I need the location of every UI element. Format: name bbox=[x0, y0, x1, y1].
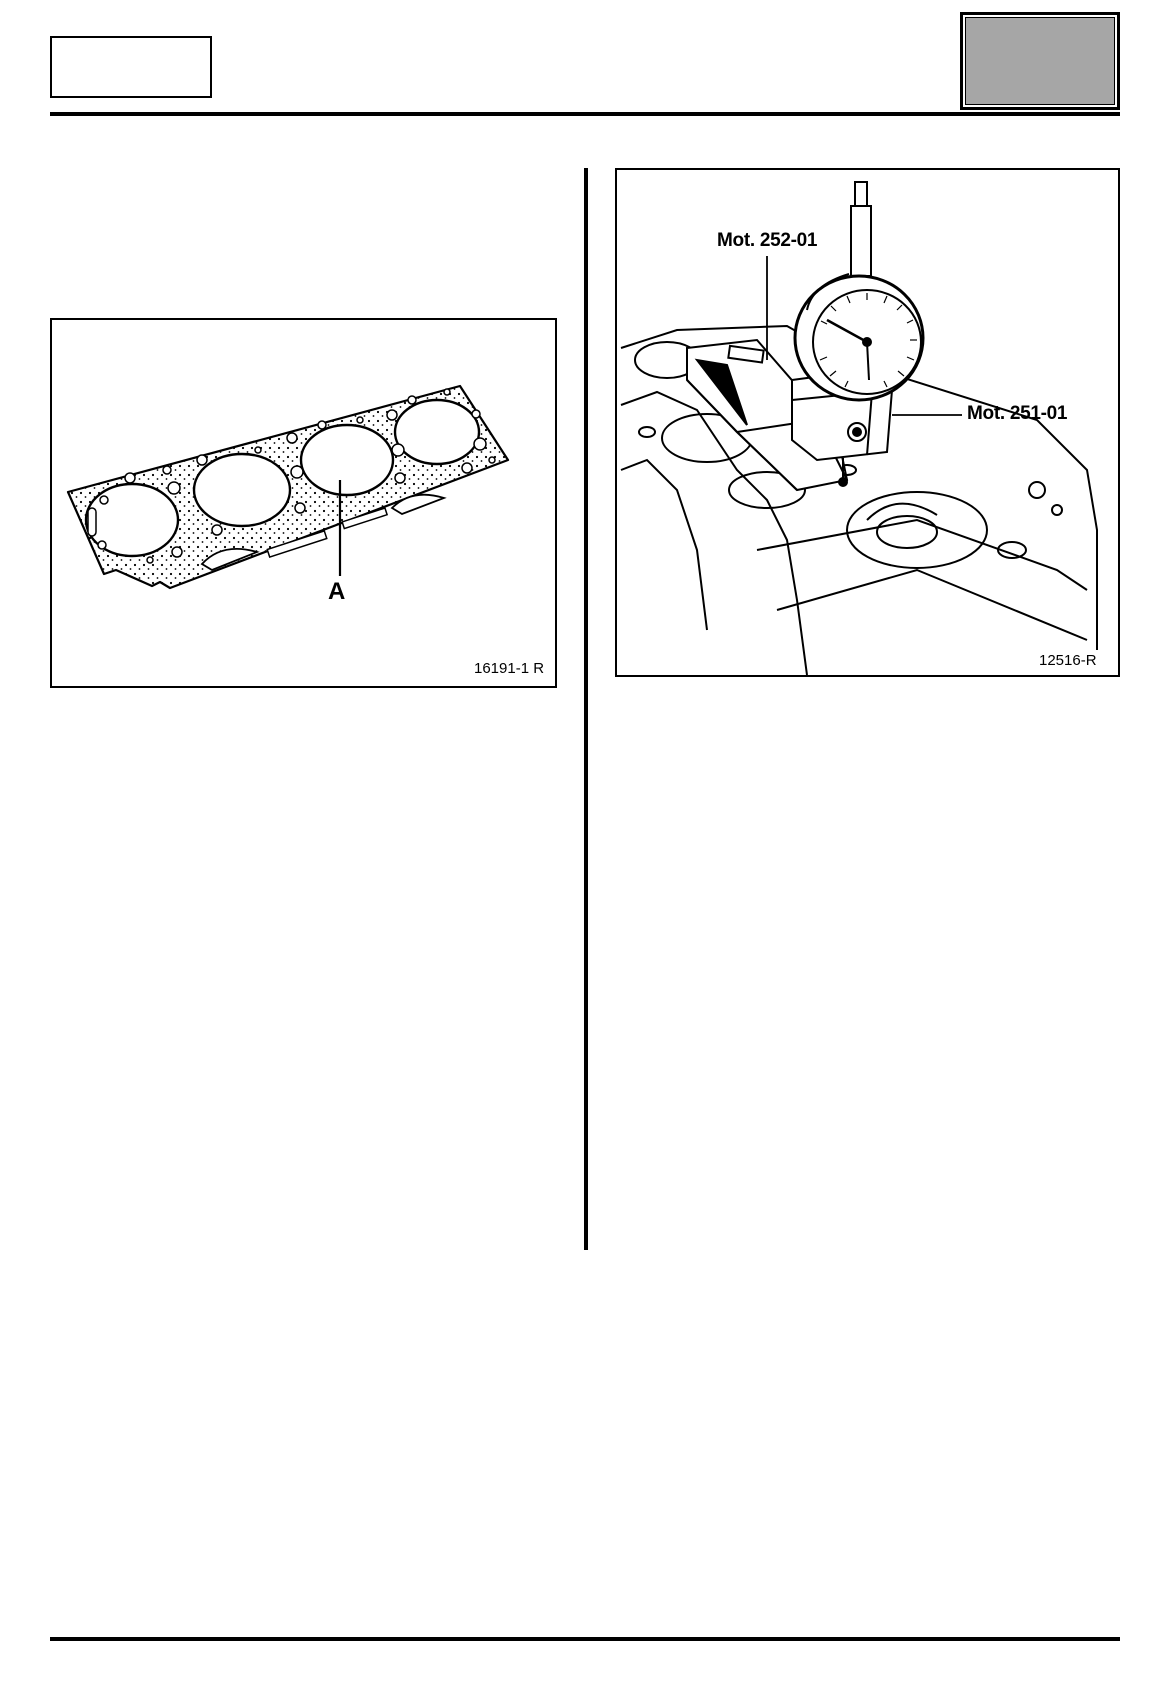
figure-dial-gauge: Mot. 252-01 Mot. 251-01 12516-R bbox=[615, 168, 1120, 677]
header-left-box bbox=[50, 36, 212, 98]
column-divider bbox=[584, 168, 588, 1250]
figure-reference: 16191-1 R bbox=[474, 660, 545, 677]
dial-gauge-illustration bbox=[620, 181, 1098, 675]
footer-rule bbox=[50, 1637, 1120, 1641]
callout-tool-holder: Mot. 251-01 bbox=[967, 403, 1068, 424]
callout-tool-support: Mot. 252-01 bbox=[717, 230, 818, 251]
figure-reference: 12516-R bbox=[1039, 652, 1097, 669]
callout-a: A bbox=[328, 578, 346, 605]
header-section-tab bbox=[960, 12, 1120, 110]
gasket-illustration bbox=[66, 384, 510, 590]
figure-head-gasket: A 16191-1 R bbox=[50, 318, 557, 688]
header-rule bbox=[50, 112, 1120, 116]
